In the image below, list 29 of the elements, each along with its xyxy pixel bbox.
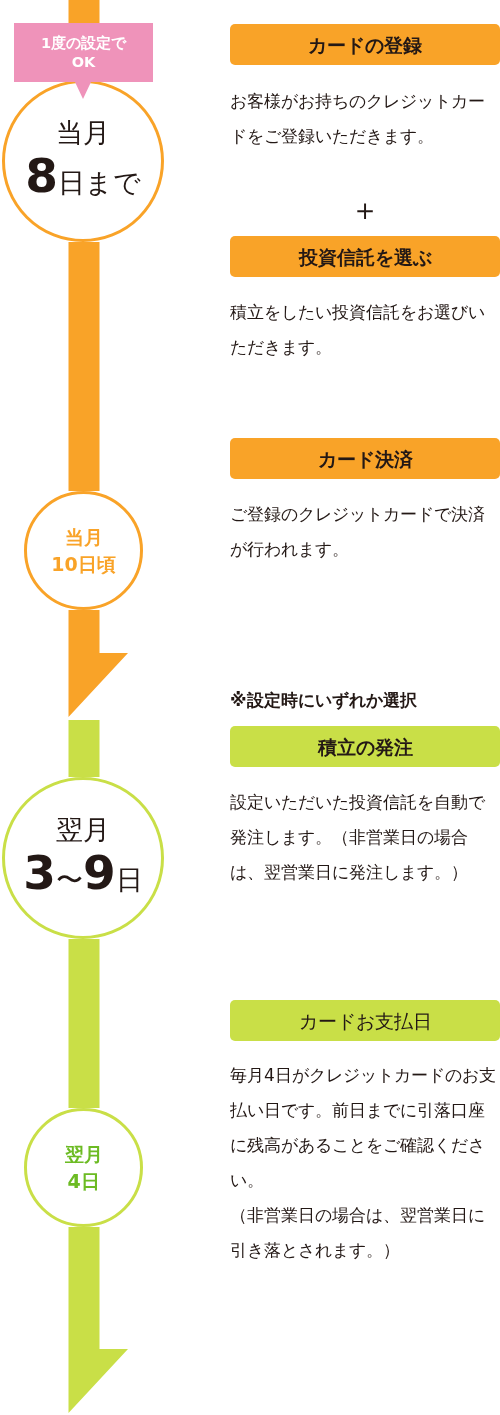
step-title: 積立の発注 bbox=[317, 734, 413, 759]
timeline-bar bbox=[68, 242, 100, 491]
step-description: 毎月4日がクレジットカードのお支払い日です。前日までに引落口座に残高があることをご確認ください。 bbox=[230, 1064, 496, 1192]
date-text: 10日頃 bbox=[51, 551, 116, 577]
selection-note: ※設定時にいずれか選択 bbox=[230, 689, 418, 712]
step-title: カードお支払日 bbox=[298, 1008, 432, 1033]
step-description: お客様がお持ちのクレジットカードをご登録いただきます。 bbox=[230, 90, 486, 148]
callout-text: 1度の設定でOK bbox=[39, 33, 128, 72]
step-title: カード決済 bbox=[317, 446, 413, 471]
step-header bbox=[230, 24, 500, 65]
timeline-bar bbox=[68, 720, 100, 777]
date-text: 4日 bbox=[67, 1168, 100, 1194]
step-title: 投資信託を選ぶ bbox=[298, 244, 432, 269]
date-text: 当月 bbox=[56, 115, 110, 150]
date-text: 当月 bbox=[64, 524, 103, 550]
step-header bbox=[230, 236, 500, 277]
step-description: 設定いただいた投資信託を自動で発注します。（非営業日の場合は、翌営業日に発注します。） bbox=[230, 791, 486, 884]
timeline-bar bbox=[68, 0, 100, 23]
step-header bbox=[230, 1000, 500, 1041]
timeline-bar bbox=[68, 939, 100, 1108]
step-header bbox=[230, 726, 500, 767]
step-header bbox=[230, 438, 500, 479]
step-description: 積立をしたい投資信託をお選びいただきます。 bbox=[230, 301, 486, 359]
step-description: ご登録のクレジットカードで決済が行われます。 bbox=[230, 503, 486, 561]
step-title: カードの登録 bbox=[308, 32, 422, 57]
plus-sign: ＋ bbox=[349, 191, 381, 229]
date-text: 翌月 bbox=[56, 812, 110, 847]
step-description: （非営業日の場合は、翌営業日に引き落とされます。） bbox=[230, 1204, 486, 1262]
date-text: 翌月 bbox=[64, 1141, 103, 1167]
